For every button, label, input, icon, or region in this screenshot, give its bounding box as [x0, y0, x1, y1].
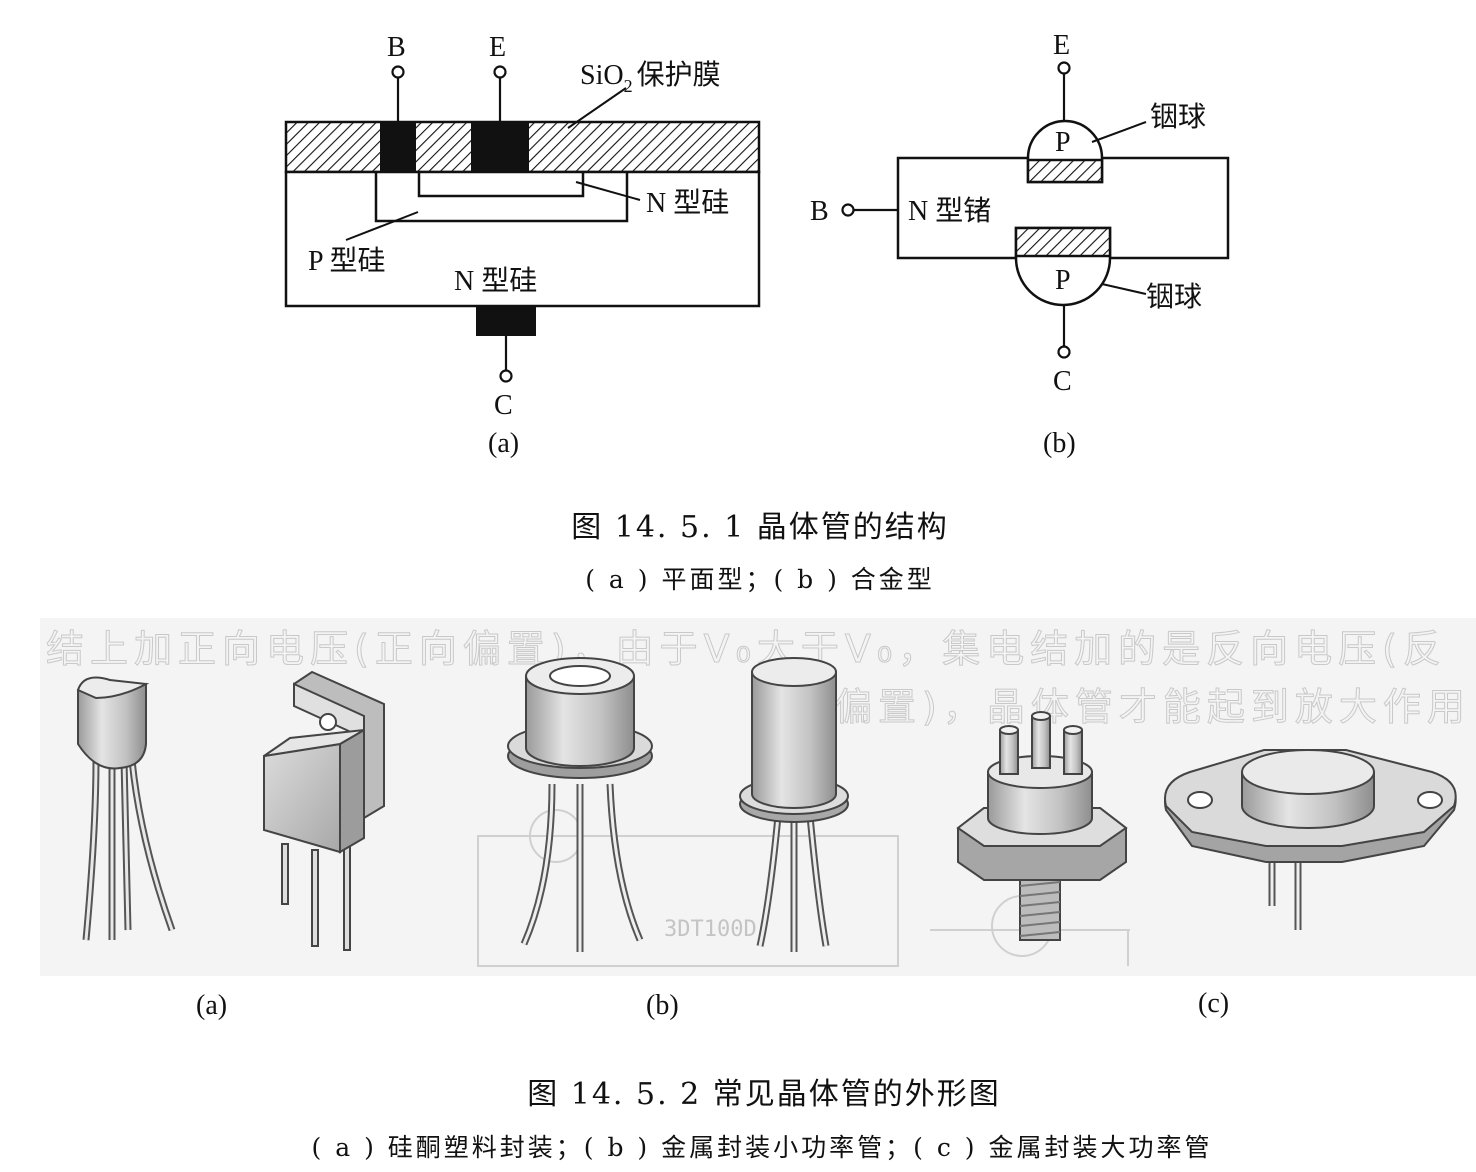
label-indium-bottom: 铟球 [1146, 281, 1202, 313]
label-p-bottom: P [1055, 265, 1071, 296]
package-photo-panel: 结上加正向电压(正向偏置)，由于V₀大于V₀，集电结加的是反向电压(反 向偏置)… [40, 618, 1476, 976]
package-to3 [1164, 749, 1457, 930]
label-b: B [387, 32, 406, 63]
label-p-top: P [1055, 127, 1071, 158]
collector-contact [476, 306, 536, 336]
label-n-substrate: N 型硅 [454, 265, 537, 297]
label-b-b: B [810, 196, 829, 227]
label-c: C [494, 390, 513, 421]
figure-1-caption: 图 14. 5. 1 晶体管的结构 [571, 510, 949, 545]
collector-terminal-b [1057, 345, 1071, 359]
bleed-through-line-1: 结上加正向电压(正向偏置)，由于V₀大于V₀，集电结加的是反向电压(反 [46, 627, 1447, 671]
figure-1-subcaption: ( a ) 平面型；( b ) 合金型 [585, 565, 935, 594]
p-region-bottom [1014, 226, 1112, 258]
label-indium-top: 铟球 [1150, 101, 1206, 133]
panel-label-a: (a) [488, 428, 519, 459]
base-contact [380, 122, 416, 172]
bleed-through-part-number: 3DT100D [664, 917, 757, 942]
package-to39 [739, 657, 849, 952]
base-terminal [391, 65, 405, 79]
figure-2-subcaption: ( a ) 硅酮塑料封装；( b ) 金属封装小功率管；( c ) 金属封装大功… [312, 1133, 1213, 1162]
label-c-b: C [1053, 366, 1072, 397]
alloy-transistor-diagram: E B C P P 铟球 铟球 N 型锗 (b) [810, 30, 1230, 459]
package-stud [956, 711, 1128, 941]
label-p-silicon: P 型硅 [308, 245, 386, 277]
package-label-a: (a) [196, 990, 227, 1021]
bleed-through-line-2: 向偏置)，晶体管才能起到放大作用 [790, 685, 1471, 729]
package-to92 [76, 676, 176, 941]
label-n-germanium: N 型锗 [908, 195, 991, 227]
label-n-silicon: N 型硅 [646, 187, 729, 219]
label-e-b: E [1053, 30, 1070, 61]
base-terminal-b [841, 203, 855, 217]
emitter-terminal-b [1057, 61, 1071, 75]
n-substrate [284, 170, 761, 308]
package-to220 [263, 670, 385, 951]
collector-terminal [499, 369, 513, 383]
package-label-b: (b) [646, 990, 679, 1021]
package-label-c: (c) [1198, 988, 1229, 1019]
label-e: E [489, 32, 506, 63]
panel-label-b: (b) [1043, 428, 1076, 459]
figure-2-caption: 图 14. 5. 2 常见晶体管的外形图 [527, 1077, 1001, 1112]
emitter-contact [471, 122, 529, 172]
emitter-terminal [493, 65, 507, 79]
package-to5 [507, 657, 653, 952]
p-region-top [1026, 158, 1104, 184]
